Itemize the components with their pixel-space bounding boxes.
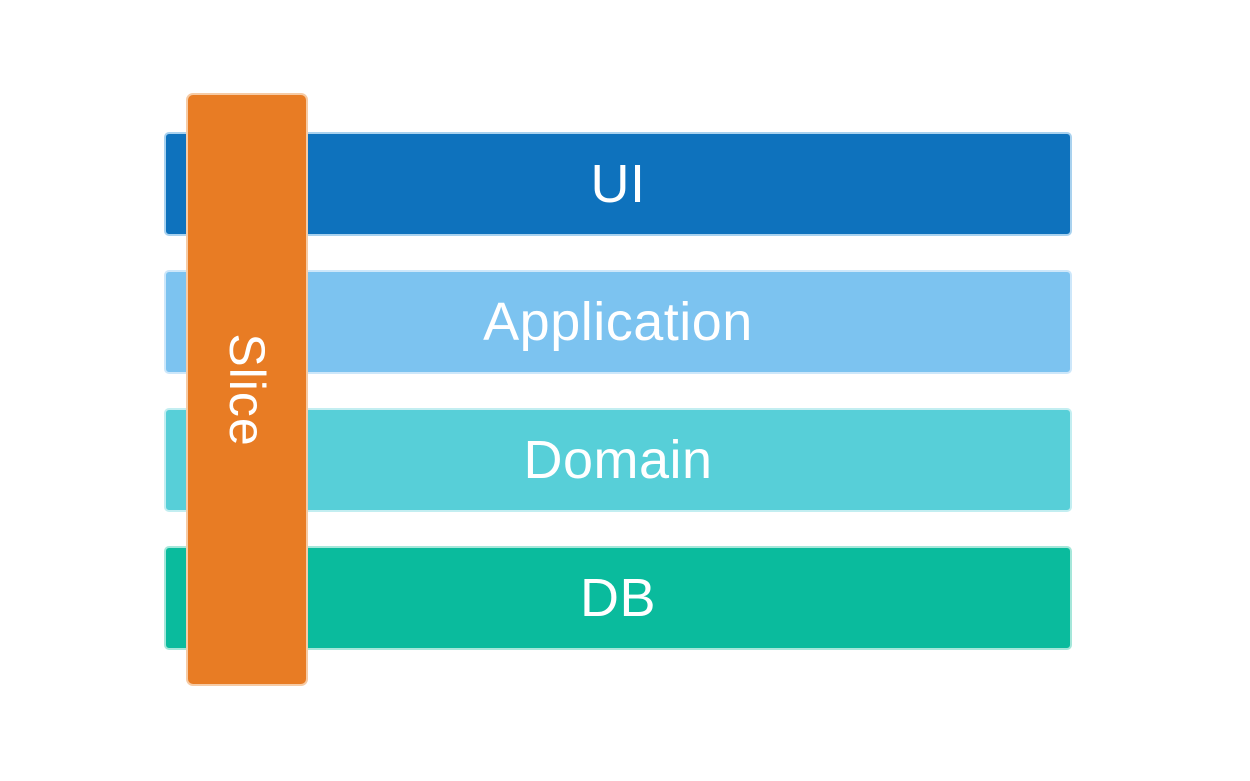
layer-bar-ui: UI	[164, 132, 1072, 236]
layer-label-ui: UI	[590, 154, 646, 214]
layer-bar-domain: Domain	[164, 408, 1072, 512]
layer-label-domain: Domain	[523, 430, 713, 490]
layer-bar-db: DB	[164, 546, 1072, 650]
layer-label-db: DB	[579, 568, 656, 628]
layer-bar-application: Application	[164, 270, 1072, 374]
layer-label-application: Application	[483, 292, 753, 352]
layer-stack: UI Application Domain DB	[164, 132, 1072, 650]
slice-bar: Slice	[186, 93, 308, 686]
slice-label: Slice	[219, 332, 275, 447]
